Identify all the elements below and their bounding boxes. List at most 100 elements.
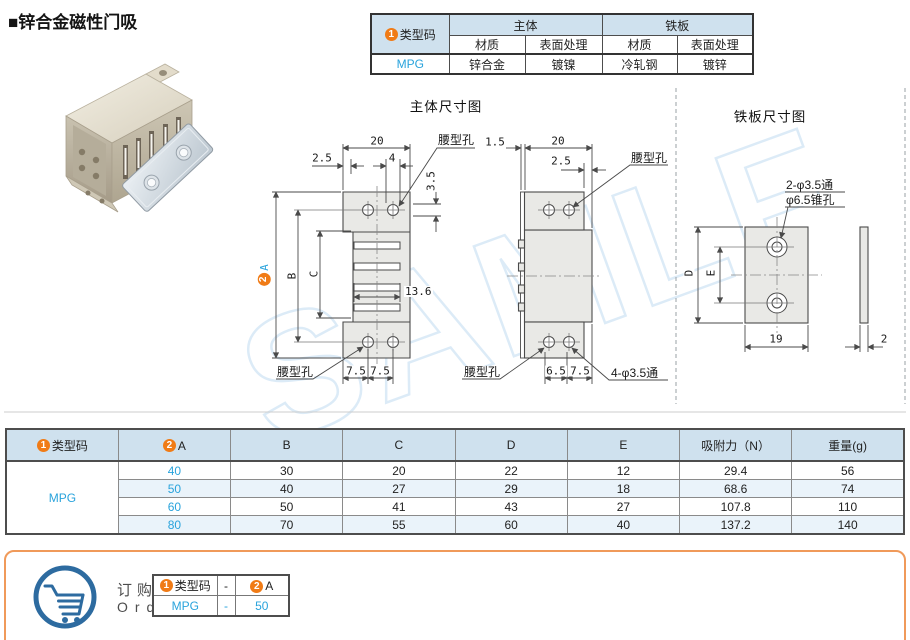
spec-code: MPG <box>370 53 450 75</box>
dim-front-pitch2: 7.5 <box>369 364 391 378</box>
order-value-a: 50 <box>234 595 290 617</box>
dim-front-width: 20 <box>369 134 385 148</box>
size-cell: 27 <box>342 479 456 498</box>
dim-side-thickness: 1.5 <box>484 135 506 149</box>
watermark-text: SAMLF <box>218 91 861 480</box>
product-photo <box>65 63 214 213</box>
dim-front-slot-width: 13.6 <box>404 285 433 298</box>
dim-side-pitch1: 6.5 <box>545 364 567 378</box>
size-header-e: E <box>566 428 681 462</box>
plate-drawing-title: 铁板尺寸图 <box>732 109 808 125</box>
spec-subheader: 材质 <box>448 35 526 55</box>
size-cell: 107.8 <box>678 497 793 516</box>
size-code: MPG <box>5 460 119 535</box>
dim-front-B: B <box>285 271 299 281</box>
callout-slot-hole-front-top: 腰型孔 <box>437 133 476 147</box>
size-cell: 43 <box>454 497 568 516</box>
size-cell: 56 <box>791 460 905 480</box>
callout-slot-hole-side-top: 腰型孔 <box>630 151 669 165</box>
badge-2-icon: 2 <box>162 439 176 453</box>
size-cell: 140 <box>791 515 905 535</box>
size-cell: 40 <box>566 515 681 535</box>
badge-1-icon: 1 <box>159 579 173 592</box>
callout-plate-countersink: φ6.5锥孔 <box>785 193 836 207</box>
size-cell: 60 <box>454 515 568 535</box>
size-cell: 110 <box>791 497 905 516</box>
dim-front-offset: 2.5 <box>311 151 333 165</box>
size-header-force: 吸附力（N） <box>678 428 793 462</box>
dim-front-C: C <box>307 269 321 279</box>
size-cell: 50 <box>117 479 232 498</box>
size-cell: 18 <box>566 479 681 498</box>
order-value-code: MPG <box>152 595 218 617</box>
spec-value: 锌合金 <box>448 53 526 75</box>
size-cell: 68.6 <box>678 479 793 498</box>
size-cell: 60 <box>117 497 232 516</box>
size-cell: 74 <box>791 479 905 498</box>
size-header-weight: 重量(g) <box>791 428 905 462</box>
page-title: ■锌合金磁性门吸 <box>8 13 138 32</box>
spec-group-main: 主体 <box>448 13 603 36</box>
size-cell: 55 <box>342 515 456 535</box>
dim-plate-D: D <box>682 268 696 278</box>
size-cell: 29 <box>454 479 568 498</box>
size-cell: 137.2 <box>678 515 793 535</box>
size-cell: 40 <box>117 460 232 480</box>
dim-front-hole-gap: 4 <box>387 151 397 165</box>
spec-subheader: 表面处理 <box>676 35 754 55</box>
spec-subheader: 表面处理 <box>524 35 603 55</box>
badge-1-icon: 1 <box>384 27 398 41</box>
strike-plate-photo <box>122 123 214 212</box>
badge-1-icon: 1 <box>36 438 50 452</box>
callout-slot-hole-side-bottom: 腰型孔 <box>463 365 502 379</box>
main-drawing-title: 主体尺寸图 <box>408 99 484 115</box>
dim-side-offset: 2.5 <box>550 154 572 168</box>
magnet-slots <box>123 117 181 179</box>
dim-side-width: 20 <box>550 134 566 148</box>
badge-2-icon: 2 <box>257 272 271 286</box>
size-cell: 70 <box>229 515 344 535</box>
size-header-d: D <box>454 428 568 462</box>
size-cell: 30 <box>229 460 344 480</box>
callout-plate-thru: 2-φ3.5通 <box>785 178 835 192</box>
shopping-cart-icon <box>33 565 97 629</box>
badge-2-icon: 2 <box>250 579 264 593</box>
iron-plate-side-view <box>859 226 869 324</box>
size-cell: 20 <box>342 460 456 480</box>
dim-plate-thickness: 2 <box>879 332 889 346</box>
main-body-side-view <box>462 144 668 384</box>
spec-subheader: 材质 <box>601 35 678 55</box>
callout-thru-holes: 4-φ3.5通 <box>610 366 660 380</box>
main-body-front-view <box>272 144 475 384</box>
callout-slot-hole-front-bottom: 腰型孔 <box>276 365 315 379</box>
spec-value: 镀镍 <box>524 53 603 75</box>
spec-value: 镀锌 <box>676 53 754 75</box>
dim-plate-E: E <box>704 268 718 278</box>
dim-side-pitch2: 7.5 <box>569 364 591 378</box>
size-cell: 50 <box>229 497 344 516</box>
spec-group-plate: 铁板 <box>601 13 754 36</box>
dim-front-pitch1: 7.5 <box>345 364 367 378</box>
size-cell: 27 <box>566 497 681 516</box>
order-value-sep: - <box>216 595 236 617</box>
size-cell: 22 <box>454 460 568 480</box>
size-header-b: B <box>229 428 344 462</box>
iron-plate-view <box>694 191 883 352</box>
order-header-sep: - <box>216 574 236 596</box>
size-cell: 12 <box>566 460 681 480</box>
flange-tab <box>145 63 180 83</box>
dim-plate-width: 19 <box>768 332 784 346</box>
size-cell: 29.4 <box>678 460 793 480</box>
size-cell: 80 <box>117 515 232 535</box>
spec-value: 冷轧钢 <box>601 53 678 75</box>
